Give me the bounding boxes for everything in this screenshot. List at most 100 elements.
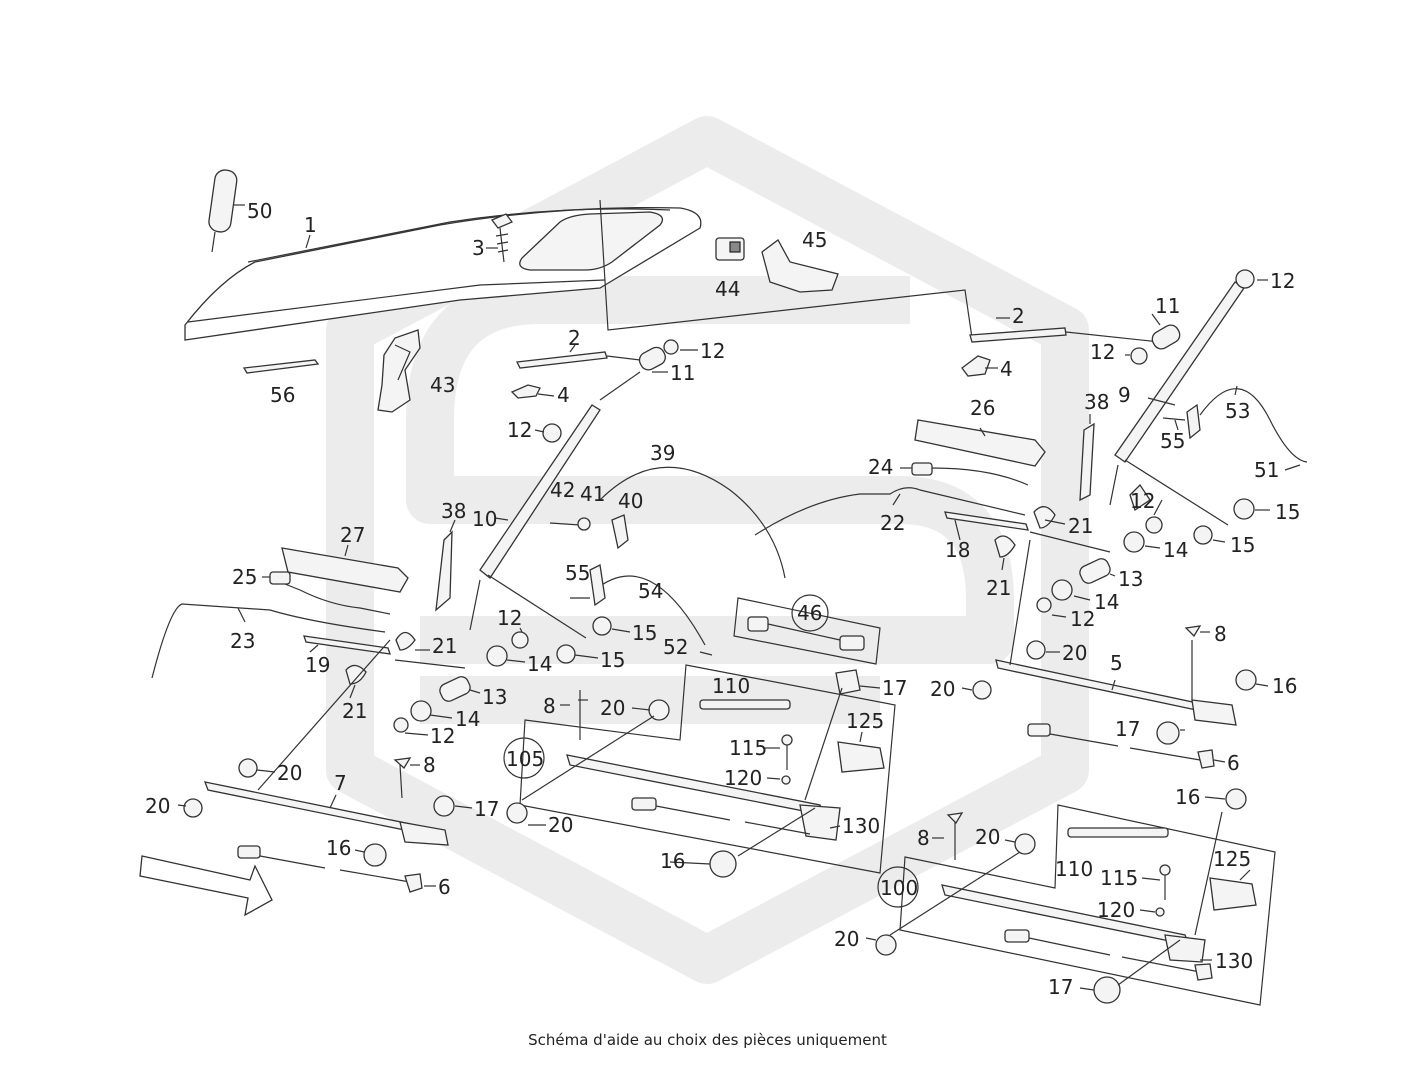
label-11-left: 11 [670, 361, 695, 385]
label-55-left: 55 [565, 561, 590, 585]
cable-right-22 [754, 462, 1029, 536]
label-20-b: 20 [277, 761, 302, 785]
rail-assembly-right-5 [972, 539, 1257, 745]
label-130-a: 130 [842, 814, 880, 838]
label-21-a: 21 [432, 634, 457, 658]
label-21-b: 21 [342, 699, 367, 723]
strip-56 [242, 359, 320, 374]
label-50: 50 [247, 199, 272, 223]
label-5: 5 [1110, 651, 1123, 675]
label-12-b: 12 [507, 418, 532, 442]
linkage-arm-left-10 [469, 404, 612, 667]
label-21-c: 21 [1068, 514, 1093, 538]
label-14-b: 14 [455, 707, 480, 731]
label-14-a: 14 [527, 652, 552, 676]
kit-circles [503, 594, 919, 908]
cable-left-23 [151, 571, 391, 679]
label-12-d: 12 [430, 724, 455, 748]
cable-39 [549, 466, 786, 579]
label-2-right: 2 [1012, 304, 1025, 328]
direction-arrow [139, 855, 273, 917]
label-4-left: 4 [557, 383, 570, 407]
label-39: 39 [650, 441, 675, 465]
label-105: 105 [506, 747, 544, 771]
clip-43 [377, 329, 421, 413]
label-9: 9 [1118, 383, 1131, 407]
gas-spring-50 [208, 169, 238, 253]
bracket-left-38 [435, 530, 453, 612]
label-17-c: 17 [1115, 717, 1140, 741]
label-42: 42 [550, 478, 575, 502]
label-115-b: 115 [1100, 866, 1138, 890]
label-13-right: 13 [1118, 567, 1143, 591]
label-110-a: 110 [712, 674, 750, 698]
label-22: 22 [880, 511, 905, 535]
label-26: 26 [970, 396, 995, 420]
leader-lines [177, 204, 1301, 991]
label-120-a: 120 [724, 766, 762, 790]
label-120-b: 120 [1097, 898, 1135, 922]
label-125-b: 125 [1213, 847, 1251, 871]
gas-spring-left-11 [542, 339, 679, 443]
label-17-b: 17 [474, 797, 499, 821]
label-110-b: 110 [1055, 857, 1093, 881]
label-15-c: 15 [1275, 500, 1300, 524]
linkage-arm-right-9 [1109, 269, 1255, 526]
label-14-d: 14 [1094, 590, 1119, 614]
cable-left-6 [237, 845, 423, 893]
slide-right-18 [944, 506, 1111, 558]
label-38-right: 38 [1084, 390, 1109, 414]
label-20-h: 20 [834, 927, 859, 951]
label-130-b: 130 [1215, 949, 1253, 973]
label-2-left: 2 [568, 326, 581, 350]
label-8-a: 8 [543, 694, 556, 718]
label-16-a: 16 [326, 836, 351, 860]
label-40: 40 [618, 489, 643, 513]
label-46: 46 [797, 601, 822, 625]
label-17-a: 17 [882, 676, 907, 700]
label-55-right: 55 [1160, 429, 1185, 453]
label-16-b: 16 [660, 849, 685, 873]
cover-left-27 [281, 547, 409, 593]
label-53: 53 [1225, 399, 1250, 423]
cable-54 [570, 564, 713, 656]
label-45: 45 [802, 228, 827, 252]
label-43: 43 [430, 373, 455, 397]
label-54: 54 [638, 579, 663, 603]
label-38-left: 38 [441, 499, 466, 523]
label-20-f: 20 [930, 677, 955, 701]
connector-44 [715, 237, 745, 261]
washers-right [1123, 498, 1255, 553]
label-12-g: 12 [1130, 489, 1155, 513]
label-52: 52 [663, 635, 688, 659]
label-12-f: 12 [1090, 340, 1115, 364]
label-25: 25 [232, 565, 257, 589]
label-12-a: 12 [700, 339, 725, 363]
label-7: 7 [334, 771, 347, 795]
label-12-e: 12 [1270, 269, 1295, 293]
label-6-right: 6 [1227, 751, 1240, 775]
slide-left-19 [303, 631, 466, 685]
label-3: 3 [472, 236, 485, 260]
kit-box-105 [506, 664, 896, 878]
screw-3 [490, 213, 514, 263]
kit-box-100 [875, 788, 1276, 1006]
label-125-a: 125 [846, 709, 884, 733]
label-1: 1 [304, 213, 317, 237]
label-12-h: 12 [1070, 607, 1095, 631]
label-8-c: 8 [1214, 622, 1227, 646]
motor-left-13 [393, 676, 471, 733]
label-6-left: 6 [438, 875, 451, 899]
label-21-d: 21 [986, 576, 1011, 600]
label-20-d: 20 [548, 813, 573, 837]
part-labels: 50 1 3 44 45 56 43 2 12 11 4 12 39 42 41… [145, 199, 1300, 999]
label-16-c: 16 [1272, 674, 1297, 698]
label-14-c: 14 [1163, 538, 1188, 562]
label-13-left: 13 [482, 685, 507, 709]
label-20-c: 20 [145, 794, 170, 818]
label-51: 51 [1254, 458, 1279, 482]
label-20-e: 20 [1062, 641, 1087, 665]
label-4-right: 4 [1000, 357, 1013, 381]
kit-box-46 [733, 597, 881, 665]
label-16-d: 16 [1175, 785, 1200, 809]
